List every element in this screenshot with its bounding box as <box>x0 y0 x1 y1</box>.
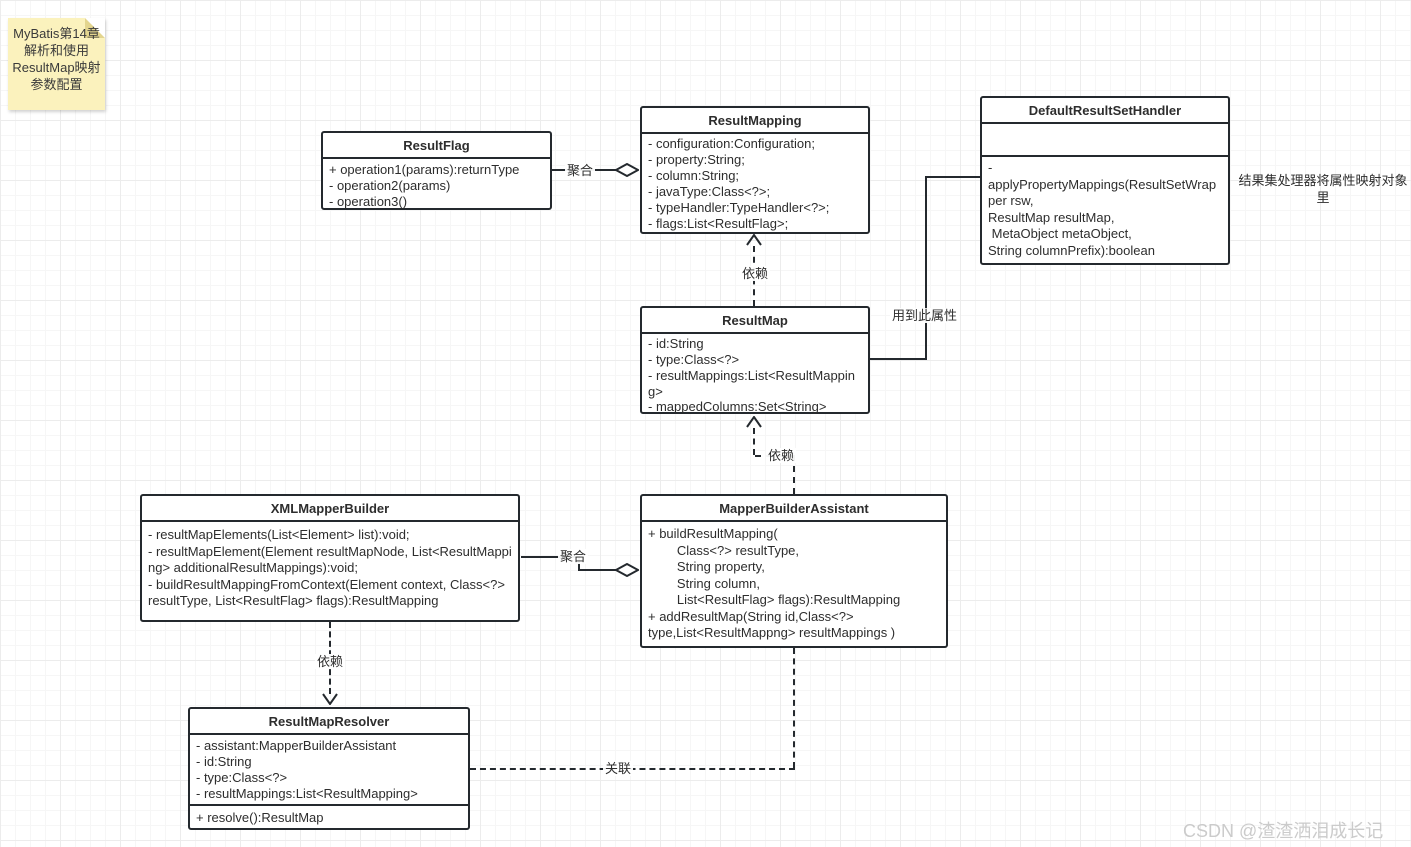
field-row: - column:String; <box>648 168 740 183</box>
edge-line <box>753 428 755 455</box>
field-row: - typeHandler:TypeHandler<?>; <box>648 200 830 215</box>
field-row: - resultMappings:List<ResultMapping> <box>196 786 418 801</box>
watermark: CSDN @渣渣洒泪成长记 <box>1183 821 1384 841</box>
class-result-map-resolver[interactable]: ResultMapResolver - assistant:MapperBuil… <box>188 707 470 830</box>
member-row: + operation1(params):returnType <box>329 162 520 177</box>
class-result-mapping[interactable]: ResultMapping - configuration:Configurat… <box>640 106 870 234</box>
method-row: - resultMapElement(Element resultMapNode… <box>148 543 512 576</box>
member-row: - operation2(params) <box>329 178 451 193</box>
class-title: ResultMapResolver <box>190 709 468 735</box>
edge-line <box>870 358 927 360</box>
field-row: - assistant:MapperBuilderAssistant <box>196 738 397 753</box>
dependency-arrowhead-icon <box>746 416 762 428</box>
field-row: - configuration:Configuration; <box>648 136 815 151</box>
aggregation-diamond-icon <box>615 163 639 177</box>
class-result-flag[interactable]: ResultFlag + operation1(params):returnTy… <box>321 131 552 210</box>
edge-label[interactable]: 依赖 <box>740 266 771 281</box>
edge-label[interactable]: 依赖 <box>315 654 346 669</box>
class-mapper-builder-assistant[interactable]: MapperBuilderAssistant + buildResultMapp… <box>640 494 948 648</box>
edge-label[interactable]: 关联 <box>603 761 634 776</box>
class-title: DefaultResultSetHandler <box>982 98 1228 124</box>
field-row: - type:Class<?> <box>648 352 740 367</box>
field-row: - type:Class<?> <box>196 770 288 785</box>
method-row: - buildResultMappingFromContext(Element … <box>148 576 505 609</box>
edge-label[interactable]: 聚合 <box>565 163 596 178</box>
class-result-map[interactable]: ResultMap - id:String - type:Class<?> - … <box>640 306 870 414</box>
field-row: - property:String; <box>648 152 745 167</box>
class-default-result-set-handler[interactable]: DefaultResultSetHandler - applyPropertyM… <box>980 96 1230 265</box>
class-fields-empty <box>982 124 1228 157</box>
edge-line <box>925 176 927 360</box>
class-xml-mapper-builder[interactable]: XMLMapperBuilder - resultMapElements(Lis… <box>140 494 520 622</box>
edge-label[interactable]: 依赖 <box>766 448 797 463</box>
field-row: - id:String <box>196 754 252 769</box>
field-row: - javaType:Class<?>; <box>648 184 771 199</box>
edge-label[interactable]: 用到此属性 <box>890 308 960 323</box>
field-row: - id:String <box>648 336 704 351</box>
edge-line <box>521 556 580 558</box>
edge-line <box>793 648 795 768</box>
member-row: - operation3() <box>329 194 408 209</box>
aggregation-diamond-icon <box>615 563 639 577</box>
method-text: + buildResultMapping( Class<?> resultTyp… <box>648 526 901 640</box>
edge-line <box>793 455 795 494</box>
handler-annotation: 结果集处理器将属性映射对象里 <box>1238 173 1408 205</box>
dependency-arrowhead-icon <box>322 693 338 705</box>
class-title: ResultMapping <box>642 108 868 134</box>
class-title: XMLMapperBuilder <box>142 496 518 522</box>
edge-label[interactable]: 聚合 <box>558 549 589 564</box>
method-row: - resultMapElements(List<Element> list):… <box>148 527 410 542</box>
sticky-note-text: MyBatis第14章解析和使用ResultMap映射参数配置 <box>12 26 101 92</box>
edge-line <box>925 176 980 178</box>
method-text: - applyPropertyMappings(ResultSetWrapper… <box>988 160 1217 258</box>
class-title: ResultFlag <box>323 133 550 159</box>
sticky-note[interactable]: MyBatis第14章解析和使用ResultMap映射参数配置 <box>8 18 105 110</box>
field-row: - flags:List<ResultFlag>; <box>648 216 789 231</box>
field-row: - mappedColumns:Set<String> <box>648 399 827 414</box>
class-title: MapperBuilderAssistant <box>642 496 946 522</box>
dependency-arrowhead-icon <box>746 234 762 246</box>
method-row: + resolve():ResultMap <box>196 810 324 825</box>
compartment-divider <box>190 804 468 806</box>
class-title: ResultMap <box>642 308 868 334</box>
edge-line <box>578 569 618 571</box>
field-row: - resultMappings:List<ResultMapping> <box>648 368 856 399</box>
